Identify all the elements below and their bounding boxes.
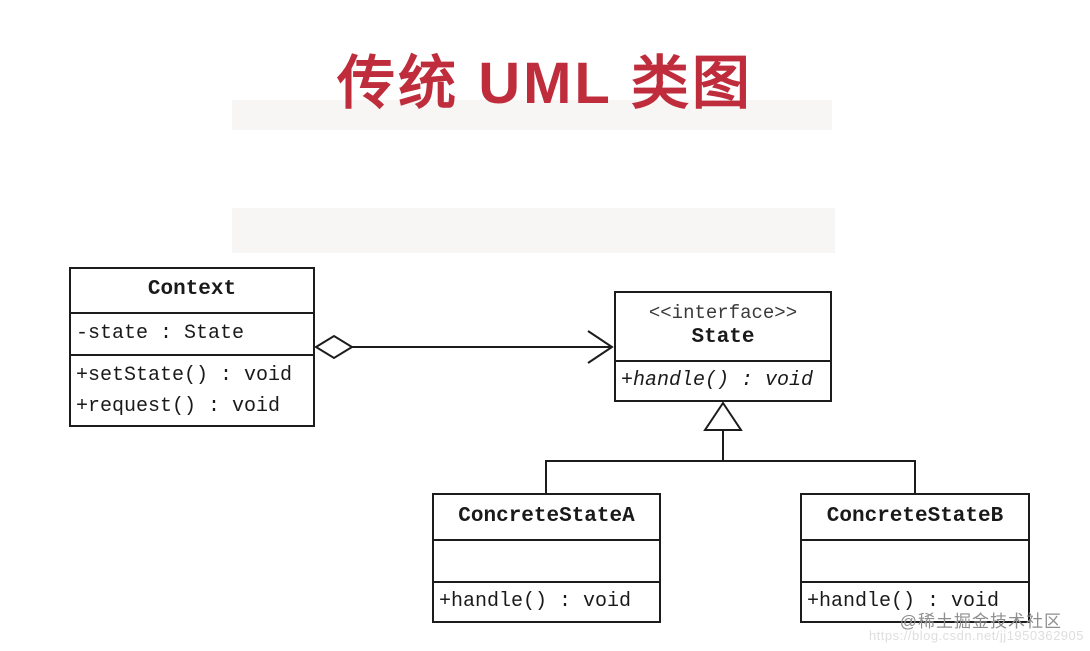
method: +handle() : void (439, 589, 632, 613)
realization-connector (545, 401, 916, 493)
hollow-diamond-marker (314, 334, 354, 360)
class-methods: +handle() : void (616, 360, 830, 400)
class-box-context: Context -state : State +setState() : voi… (69, 267, 315, 427)
aggregation-connector (314, 330, 614, 364)
class-methods: +setState() : void +request() : void (71, 354, 313, 425)
class-box-concrete-state-b: ConcreteStateB +handle() : void (800, 493, 1030, 623)
page-title: 传统 UML 类图 (337, 51, 753, 116)
class-attributes-empty (434, 539, 659, 581)
method: +handle() : void (807, 589, 1000, 613)
watermark-url: https://blog.csdn.net/jj1950362905 (868, 628, 1084, 643)
hollow-triangle-marker (703, 401, 743, 431)
class-box-concrete-state-a: ConcreteStateA +handle() : void (432, 493, 661, 623)
class-stereotype: <<interface>> (648, 301, 798, 324)
class-box-state: <<interface>> State +handle() : void (614, 291, 832, 402)
method: +handle() : void (621, 368, 814, 392)
attribute: -state : State (76, 322, 245, 345)
class-methods: +handle() : void (434, 581, 659, 621)
class-name: State (691, 326, 755, 350)
class-name: Context (147, 278, 237, 302)
watermark-text: @稀土掘金技术社区 (899, 612, 1062, 631)
class-name: ConcreteStateB (826, 504, 1004, 528)
method: +request() : void (76, 395, 281, 418)
class-title: <<interface>> State (616, 293, 830, 360)
background-artifact (232, 100, 832, 130)
class-attributes: -state : State (71, 312, 313, 354)
open-arrow-marker (587, 330, 614, 364)
method: +setState() : void (76, 364, 293, 387)
background-artifact (232, 208, 835, 253)
class-methods: +handle() : void (802, 581, 1028, 621)
class-attributes-empty (802, 539, 1028, 581)
class-name: ConcreteStateA (458, 504, 635, 528)
